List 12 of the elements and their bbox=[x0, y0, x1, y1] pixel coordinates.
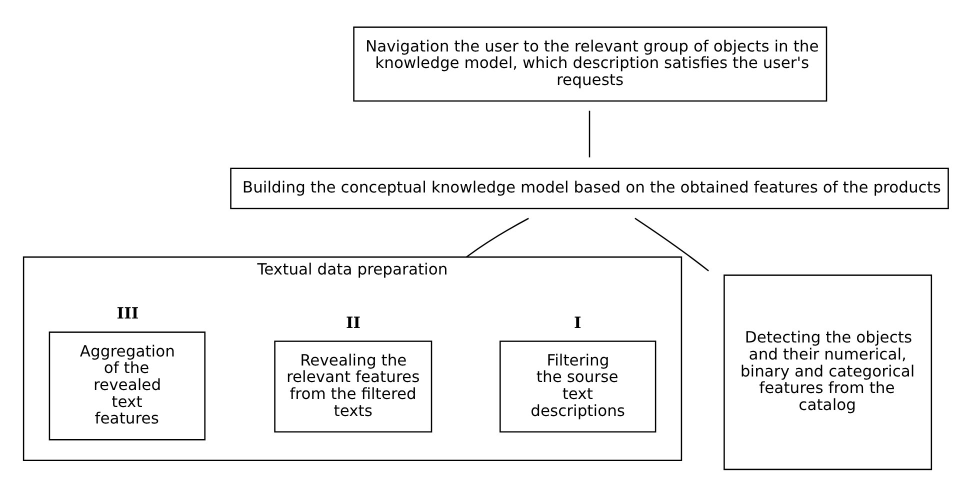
connector bbox=[466, 218, 529, 258]
connector bbox=[588, 110, 590, 158]
node-box: Filtering the sourse text descriptions bbox=[500, 340, 656, 433]
node-label: II bbox=[346, 312, 361, 332]
node-box: Revealing the relevant features from the filtered texts bbox=[274, 340, 432, 433]
node-box: Aggregation of the revealed text features bbox=[48, 332, 206, 440]
node-box: Navigation the user to the relevant group of objects in the knowledge model, which description satisfies the user's requests bbox=[353, 26, 828, 102]
connector bbox=[634, 218, 709, 272]
node-label: III bbox=[116, 304, 139, 323]
node-box: Detecting the objects and their numerical, binary and categorical features from the catalog bbox=[724, 274, 932, 470]
node-label: I bbox=[574, 312, 582, 332]
node-box: Building the conceptual knowledge model based on the obtained features of the products bbox=[230, 168, 949, 210]
